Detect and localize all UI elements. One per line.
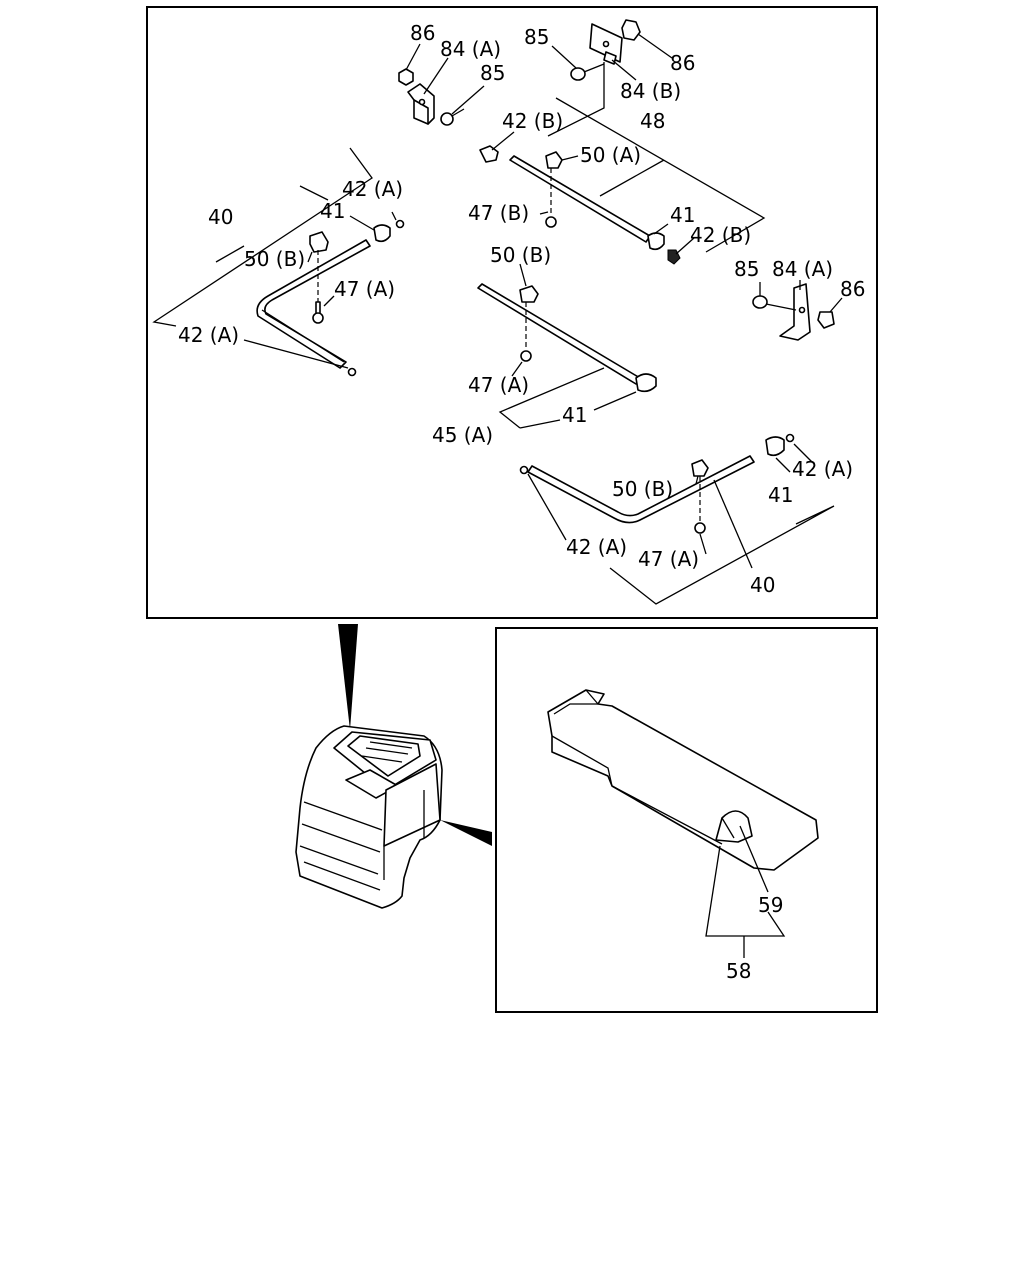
callout-47b: 47 (B) (468, 201, 529, 225)
screw-47a-middle (520, 350, 532, 362)
callout-50a: 50 (A) (580, 143, 641, 167)
callout-42a-left-bottom: 42 (A) (178, 323, 239, 347)
callout-41-rail48: 41 (670, 203, 695, 227)
callout-84a-right: 84 (A) (772, 257, 833, 281)
cap-41-left (373, 224, 391, 243)
callout-50b-middle: 50 (B) (490, 243, 551, 267)
callout-42b-top: 42 (B) (502, 109, 563, 133)
callout-47a-left: 47 (A) (334, 277, 395, 301)
cab-overview (295, 624, 492, 909)
callout-42b-right: 42 (B) (690, 223, 751, 247)
nut-86-left (398, 68, 414, 86)
callout-40-left: 40 (208, 205, 233, 229)
nut-86-top (621, 19, 641, 41)
callout-42a-right-top: 42 (A) (792, 457, 853, 481)
leader-lines-lower (705, 825, 786, 958)
rail-40-left (256, 239, 371, 369)
callout-41-right: 41 (768, 483, 793, 507)
screw-47b (545, 216, 557, 228)
rail-48 (509, 155, 651, 243)
washer-42a-left-bottom (347, 367, 357, 377)
pointer-to-lower-frame (440, 820, 492, 846)
washer-42a-right-top (785, 433, 795, 443)
cap-41-rail-48 (647, 232, 665, 251)
callout-50b-left: 50 (B) (244, 247, 305, 271)
rail-40-right (527, 455, 755, 524)
callout-41-left: 41 (320, 199, 345, 223)
callout-84a-left: 84 (A) (440, 37, 501, 61)
screw-85-top (570, 63, 605, 81)
leader-lines-upper (152, 33, 843, 605)
callout-42a-right-bottom: 42 (A) (566, 535, 627, 559)
cap-41-right (765, 436, 785, 457)
clip-42b-top (479, 145, 499, 163)
callout-86-left: 86 (410, 21, 435, 45)
callout-58: 58 (726, 959, 751, 983)
lower-detail-frame (495, 627, 878, 1013)
callout-47a-middle: 47 (A) (468, 373, 529, 397)
callout-59: 59 (758, 893, 783, 917)
callout-85-top: 85 (524, 25, 549, 49)
bracket-84a-right (779, 283, 811, 341)
pointer-to-upper-frame (338, 624, 358, 730)
callout-45a: 45 (A) (432, 423, 493, 447)
callout-84b: 84 (B) (620, 79, 681, 103)
callouts-upper: 86 84 (A) 85 85 86 84 (B) 42 (B) 48 50 (… (178, 21, 865, 597)
screw-85-right (752, 295, 797, 311)
rail-45a (477, 283, 641, 385)
callout-41-middle: 41 (562, 403, 587, 427)
callout-47a-right: 47 (A) (638, 547, 699, 571)
callout-85-left: 85 (480, 61, 505, 85)
clip-50a (545, 151, 563, 169)
screw-47a-left (312, 301, 324, 324)
washer-42a-right-bottom (519, 465, 529, 475)
callout-85-right: 85 (734, 257, 759, 281)
clip-50b-right (691, 459, 709, 477)
nut-86-right (817, 311, 835, 329)
callout-50b-right: 50 (B) (612, 477, 673, 501)
callout-40-right: 40 (750, 573, 775, 597)
clip-50b-left (309, 231, 329, 253)
clip-50b-middle (519, 285, 539, 303)
washer-42a-left-top (395, 219, 405, 229)
callout-86-top: 86 (670, 51, 695, 75)
bracket-84b (589, 23, 623, 65)
callout-42a-left-top: 42 (A) (342, 177, 403, 201)
bracket-84a-left (407, 83, 435, 125)
callouts-lower: 59 58 (726, 893, 783, 983)
cap-41-middle (635, 373, 657, 393)
upper-detail-frame (146, 6, 878, 619)
screw-47a-right (694, 522, 706, 534)
callout-48: 48 (640, 109, 665, 133)
screw-85-left (440, 108, 465, 126)
callout-86-right: 86 (840, 277, 865, 301)
sun-visor-58 (547, 689, 819, 871)
